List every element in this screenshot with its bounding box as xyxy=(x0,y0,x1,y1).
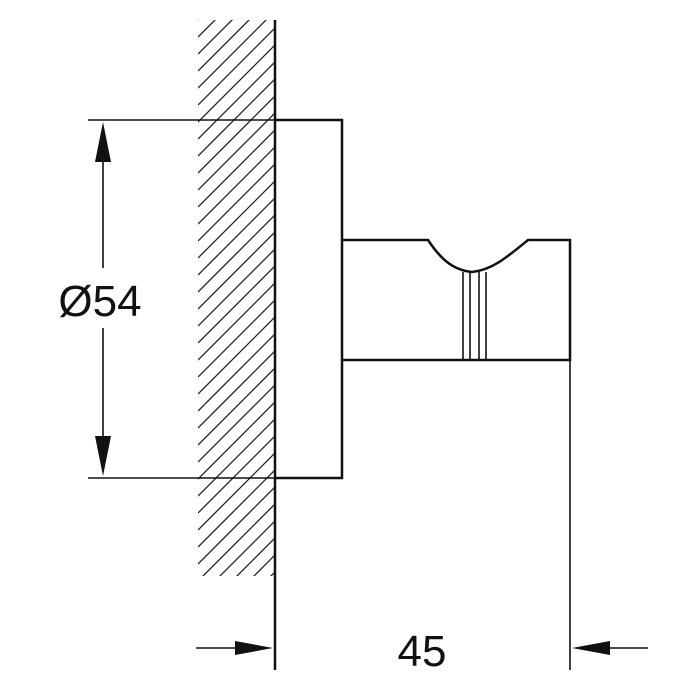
hatch-line xyxy=(198,180,275,259)
hatch-line xyxy=(198,333,275,412)
hatch-line xyxy=(198,20,250,72)
hatch-line xyxy=(219,520,275,576)
hatch-line xyxy=(198,486,275,565)
hatch-line xyxy=(198,20,199,21)
hatch-line xyxy=(198,435,275,514)
hatch-line xyxy=(198,367,275,446)
hatch-line xyxy=(253,554,275,576)
hatch-line xyxy=(198,401,275,480)
hatch-line xyxy=(202,503,275,576)
hatch-line xyxy=(198,61,275,140)
diameter-arrow-top xyxy=(95,122,111,162)
hatch-line xyxy=(198,265,275,344)
hatch-line xyxy=(198,299,275,378)
hatch-line xyxy=(198,384,275,463)
hatch-line xyxy=(198,214,275,293)
hatch-line xyxy=(198,248,275,327)
hatch-line xyxy=(198,44,275,123)
hatch-line xyxy=(198,282,275,361)
depth-arrow-right xyxy=(572,641,610,655)
hatch-line xyxy=(198,418,275,497)
hatch-line xyxy=(236,537,275,576)
diameter-label: Ø54 xyxy=(58,277,141,326)
hatch-line xyxy=(198,95,275,174)
hatch-line xyxy=(198,112,275,191)
hatch-line xyxy=(198,231,275,310)
hatch-line xyxy=(198,350,275,429)
hatch-line xyxy=(198,452,275,531)
hatch-line xyxy=(198,469,275,548)
hatch-line xyxy=(198,27,275,106)
rosette-outline xyxy=(275,118,344,480)
hatch-line xyxy=(198,20,216,38)
depth-arrow-left xyxy=(235,641,273,655)
wall-hatching xyxy=(198,20,275,696)
hatch-line xyxy=(198,197,275,276)
depth-label: 45 xyxy=(398,627,447,676)
hook-body-outline xyxy=(342,238,572,362)
diameter-arrow-bottom xyxy=(95,436,111,476)
hatch-line xyxy=(198,316,275,395)
hatch-line xyxy=(198,163,275,242)
hatch-line xyxy=(198,78,275,157)
hatch-line xyxy=(198,129,275,208)
hatch-line xyxy=(198,146,275,225)
hatch-line xyxy=(198,20,233,55)
hatch-line xyxy=(198,623,275,696)
hatch-line xyxy=(198,20,267,89)
hatch-line xyxy=(270,571,275,576)
